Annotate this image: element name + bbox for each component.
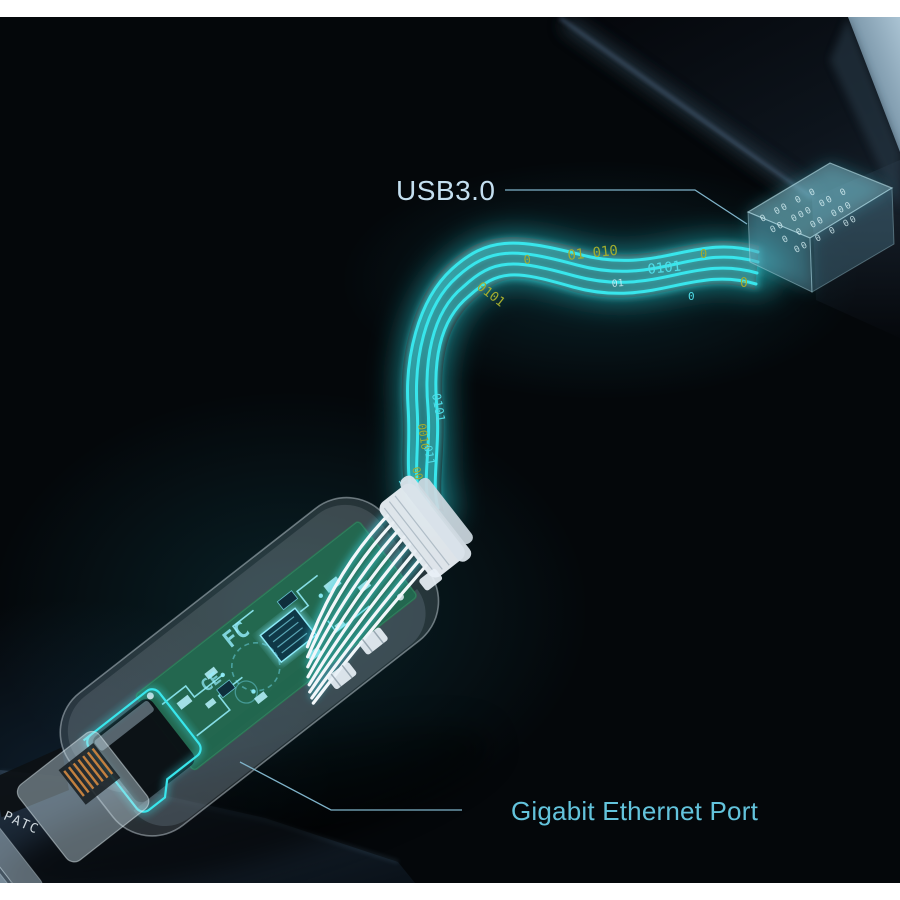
data-digit: 0 [688, 290, 695, 303]
usb-plug-right-face [809, 187, 895, 293]
usb-plug: 0 00 0 0 00 000 00 0 0 0 00 000 00 0 0 0… [746, 162, 895, 293]
data-digit: 0 [700, 247, 707, 261]
laptop-top-face [552, 17, 900, 198]
callout-usb: USB3.0 [396, 175, 748, 225]
ethernet-adapter: FC CE [0, 475, 473, 900]
ethernet-label: Gigabit Ethernet Port [511, 796, 759, 826]
data-digit: 0 [740, 276, 748, 291]
usb-label: USB3.0 [396, 175, 496, 206]
data-digit: 01 010 [567, 243, 619, 264]
data-digit: 0 [523, 252, 531, 267]
cable-strain-relief [379, 475, 473, 578]
letterbox-bottom [0, 883, 900, 900]
data-digit: 01 [611, 278, 624, 290]
cable-stripes [404, 240, 761, 511]
data-digit: 0101 [429, 392, 448, 423]
rj45-copper-pins [63, 747, 114, 797]
port-highlight-outline [82, 686, 204, 815]
ethernet-callout-line [239, 761, 462, 811]
usb-callout-line [505, 189, 748, 225]
wire-fan [304, 513, 429, 705]
usb-plug-front-face [747, 211, 813, 293]
usb-plug-top-face [746, 162, 894, 239]
data-digit: 0101 [647, 259, 682, 278]
data-cable: 0101 0 01 010 0101 0 0 0 0101 0010 011 0… [395, 232, 783, 532]
laptop-edge-line [559, 16, 813, 200]
laptop-corner-wedge-shade [830, 17, 900, 210]
letterbox-top [0, 0, 900, 17]
data-digit: 011 [421, 444, 437, 466]
pcb-glow-ring [234, 680, 258, 704]
callout-ethernet: Gigabit Ethernet Port [239, 761, 759, 826]
data-digit: 0010 [415, 423, 432, 451]
pcb-chip [259, 607, 318, 664]
rj45-latch [0, 747, 69, 818]
ethernet-cable-body [0, 856, 15, 900]
shell-clips [327, 568, 443, 690]
